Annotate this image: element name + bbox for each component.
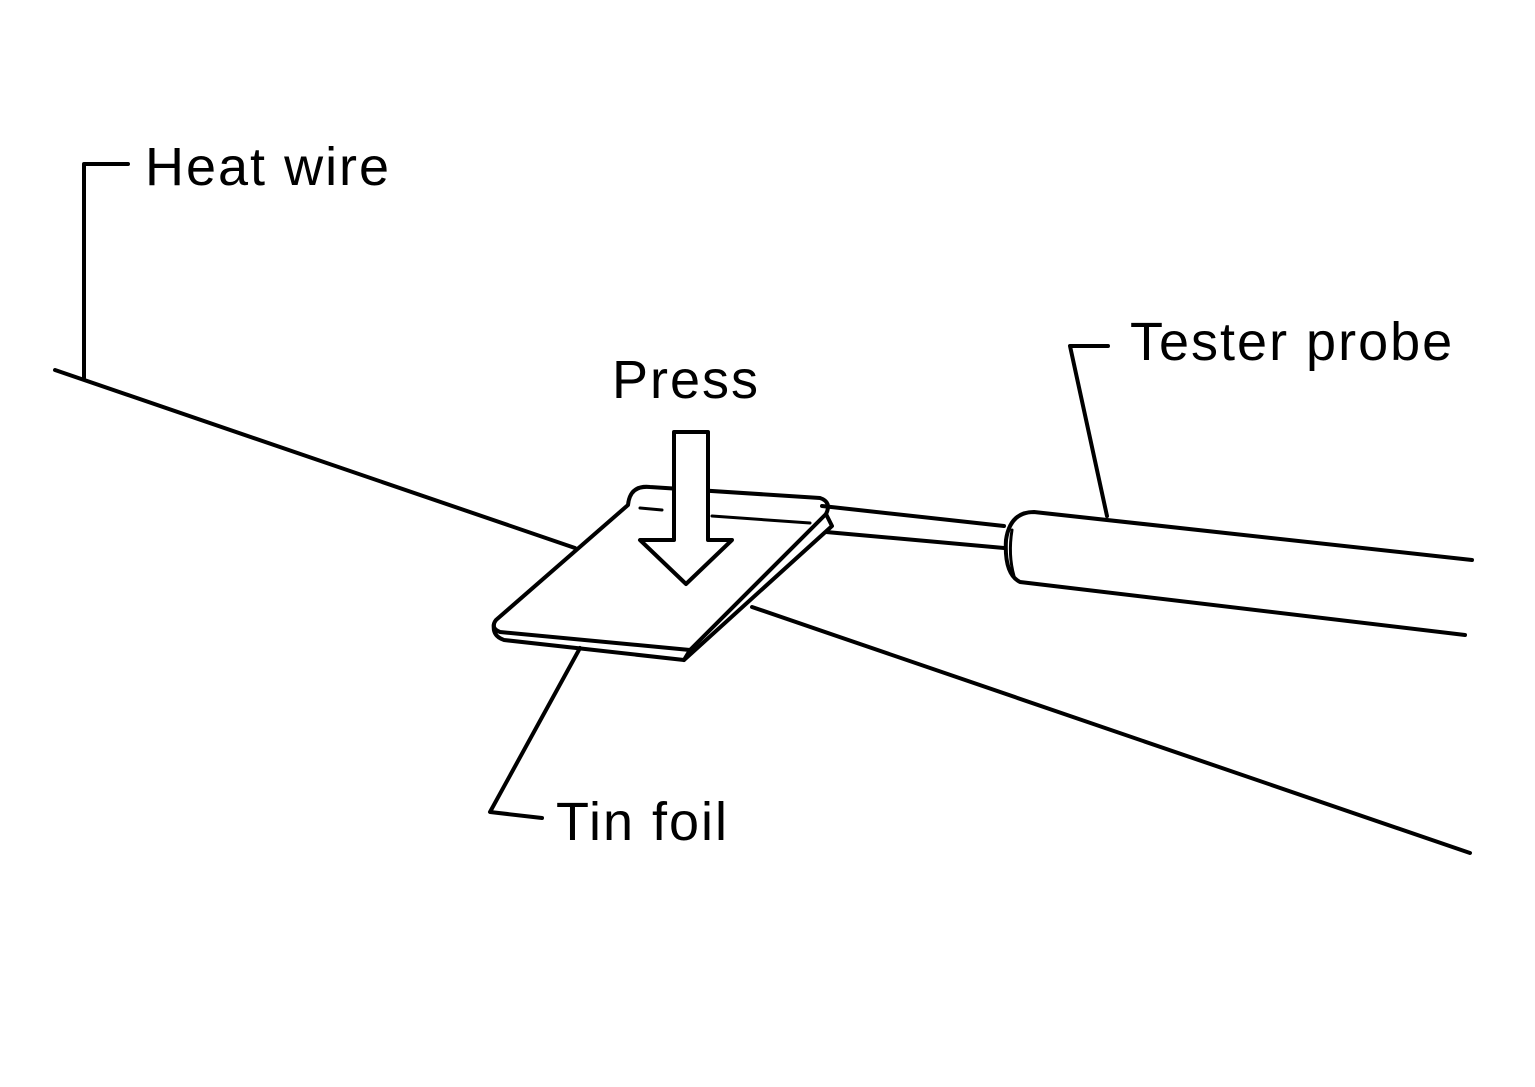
tester-probe-label: Tester probe <box>1130 312 1454 372</box>
down-arrow-icon <box>638 430 734 586</box>
tin-foil <box>491 484 834 662</box>
tin-foil-leader <box>488 646 582 820</box>
tin-foil-label: Tin foil <box>556 792 729 852</box>
press-label: Press <box>612 350 760 410</box>
tester-probe <box>820 504 1474 637</box>
heat-wire <box>53 368 1472 855</box>
tester-probe-leader <box>1068 344 1110 518</box>
heat-wire-label: Heat wire <box>145 137 391 197</box>
heat-wire-leader <box>82 162 130 380</box>
